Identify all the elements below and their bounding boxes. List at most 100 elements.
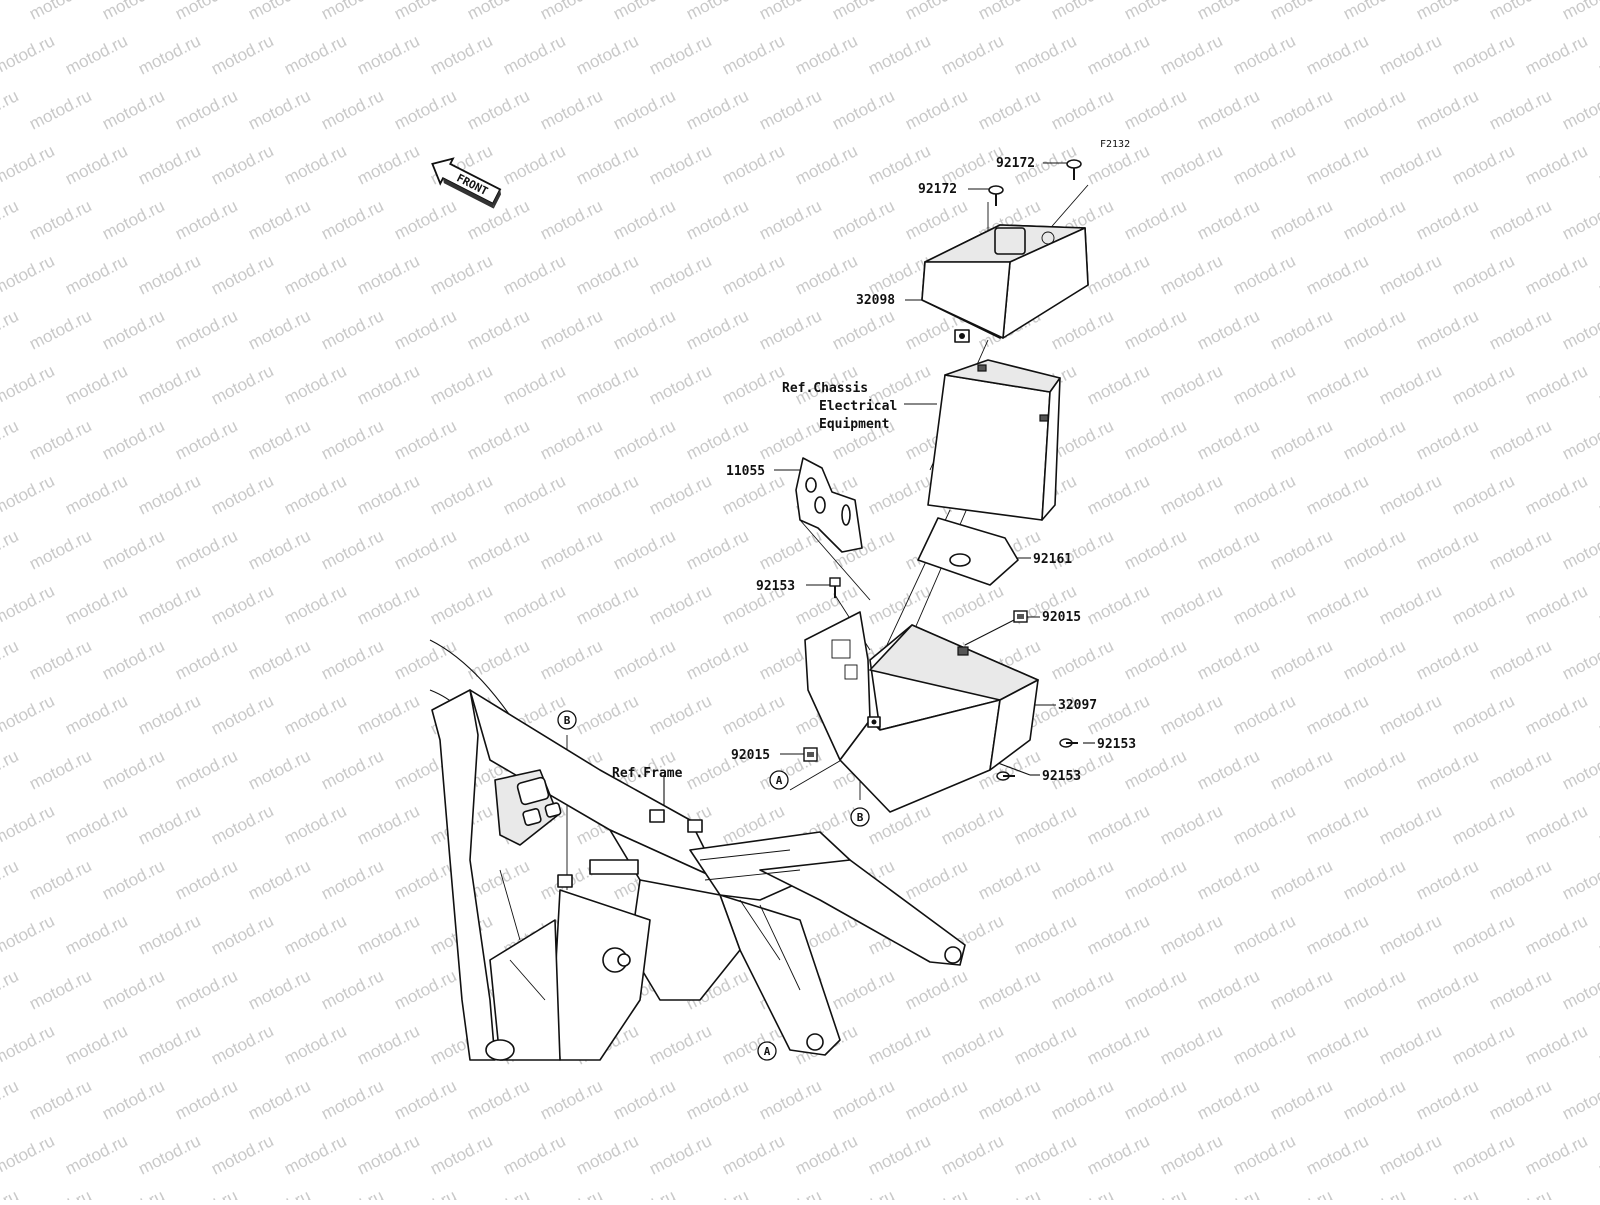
fasteners [803,159,1082,781]
watermark-text: motod.ru [245,966,313,1013]
watermark-text: motod.ru [610,306,678,353]
watermark-text: motod.ru [1121,416,1189,463]
watermark-text: motod.ru [829,0,897,24]
callout-92161[interactable]: 92161 [1033,552,1072,567]
watermark-text: motod.ru [1303,691,1371,738]
watermark-text: motod.ru [208,141,276,188]
callout-92153-c[interactable]: 92153 [1042,769,1081,784]
watermark-text: motod.ru [1486,966,1554,1013]
watermark-text: motod.ru [1194,416,1262,463]
watermark-text: motod.ru [1303,1021,1371,1068]
callout-92015-a[interactable]: 92015 [1042,610,1081,625]
watermark-text: motod.ru [1486,636,1554,683]
watermark-text: motod.ru [318,196,386,243]
watermark-text: motod.ru [1011,801,1079,848]
callout-92172-b[interactable]: 92172 [918,182,957,197]
watermark-text: motod.ru [902,196,970,243]
watermark-text: motod.ru [354,141,422,188]
watermark-text: motod.ru [0,471,58,518]
watermark-text: motod.ru [646,1021,714,1068]
watermark-text: motod.ru [1559,856,1600,903]
watermark-text: motod.ru [1449,1131,1517,1178]
callout-32098[interactable]: 32098 [856,293,895,308]
watermark-text: motod.ru [0,1186,22,1200]
watermark-text: motod.ru [1157,691,1225,738]
watermark-text: motod.ru [1449,1021,1517,1068]
marker-a-top: A [769,770,789,790]
watermark-text: motod.ru [1449,911,1517,958]
watermark-text: motod.ru [354,1021,422,1068]
watermark-text: motod.ru [245,86,313,133]
watermark-text: motod.ru [1194,1186,1262,1200]
watermark-text: motod.ru [537,86,605,133]
watermark-text: motod.ru [902,0,970,24]
watermark-text: motod.ru [208,31,276,78]
watermark-text: motod.ru [0,581,58,628]
watermark-text: motod.ru [1121,306,1189,353]
watermark-text: motod.ru [318,966,386,1013]
watermark-text: motod.ru [1376,801,1444,848]
watermark-text: motod.ru [26,1186,94,1200]
watermark-text: motod.ru [1340,856,1408,903]
callout-92015-b[interactable]: 92015 [731,748,770,763]
watermark-text: motod.ru [1449,581,1517,628]
callout-92153-b[interactable]: 92153 [1097,737,1136,752]
watermark-text: motod.ru [1449,801,1517,848]
ref-chassis-line1: Ref.Chassis [782,381,868,396]
watermark-text: motod.ru [1084,1021,1152,1068]
watermark-text: motod.ru [26,526,94,573]
watermark-text: motod.ru [464,306,532,353]
watermark-text: motod.ru [464,526,532,573]
watermark-text: motod.ru [537,636,605,683]
watermark-text: motod.ru [281,251,349,298]
watermark-text: motod.ru [1194,746,1262,793]
watermark-text: motod.ru [391,1076,459,1123]
callout-32097[interactable]: 32097 [1058,698,1097,713]
watermark-text: motod.ru [1121,526,1189,573]
watermark-text: motod.ru [1559,966,1600,1013]
watermark-text: motod.ru [318,86,386,133]
watermark-text: motod.ru [865,471,933,518]
watermark-text: motod.ru [0,31,58,78]
watermark-text: motod.ru [1340,1076,1408,1123]
watermark-text: motod.ru [1413,86,1481,133]
watermark-text: motod.ru [1194,966,1262,1013]
watermark-text: motod.ru [281,1131,349,1178]
watermark-text: motod.ru [318,856,386,903]
watermark-text: motod.ru [245,636,313,683]
watermark-text: motod.ru [1486,746,1554,793]
watermark-text: motod.ru [135,251,203,298]
watermark-text: motod.ru [1559,746,1600,793]
watermark-text: motod.ru [1486,526,1554,573]
watermark-text: motod.ru [281,801,349,848]
watermark-text: motod.ru [245,856,313,903]
watermark-text: motod.ru [1413,306,1481,353]
watermark-text: motod.ru [354,581,422,628]
watermark-text: motod.ru [719,361,787,408]
watermark-text: motod.ru [719,141,787,188]
watermark-text: motod.ru [1157,141,1225,188]
callout-92172-a[interactable]: 92172 [996,156,1035,171]
watermark-text: motod.ru [26,856,94,903]
callout-11055[interactable]: 11055 [726,464,765,479]
watermark-text: motod.ru [938,1131,1006,1178]
watermark-text: motod.ru [975,966,1043,1013]
callout-92153-a[interactable]: 92153 [756,579,795,594]
watermark-text: motod.ru [1048,856,1116,903]
watermark-text: motod.ru [0,1021,58,1068]
watermark-text: motod.ru [391,86,459,133]
watermark-text: motod.ru [245,746,313,793]
watermark-text: motod.ru [683,1186,751,1200]
watermark-text: motod.ru [756,526,824,573]
watermark-text: motod.ru [99,526,167,573]
watermark-text: motod.ru [1230,911,1298,958]
watermark-text: motod.ru [1303,471,1371,518]
watermark-text: motod.ru [500,141,568,188]
watermark-text: motod.ru [99,196,167,243]
watermark-text: motod.ru [1340,86,1408,133]
watermark-text: motod.ru [573,31,641,78]
watermark-text: motod.ru [573,251,641,298]
watermark-text: motod.ru [26,0,94,24]
watermark-text: motod.ru [1595,31,1600,78]
watermark-text: motod.ru [865,581,933,628]
